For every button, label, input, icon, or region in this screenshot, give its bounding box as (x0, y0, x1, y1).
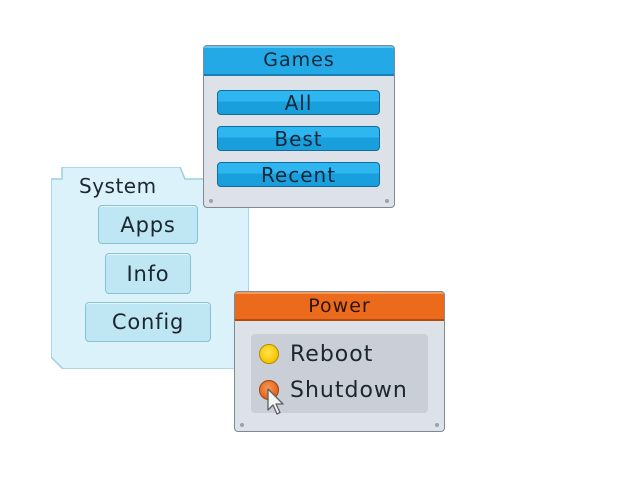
power-title: Power (308, 294, 371, 317)
all-button[interactable]: All (217, 90, 380, 115)
corner-dot-right (385, 199, 389, 203)
corner-dot-left (209, 199, 213, 203)
info-button[interactable]: Info (105, 253, 191, 294)
shutdown-label: Shutdown (290, 377, 408, 403)
power-titlebar[interactable]: Power (235, 292, 444, 321)
games-title: Games (263, 49, 335, 71)
power-window: Power Reboot Shutdown (234, 291, 445, 432)
corner-dot-right (435, 423, 439, 427)
games-window: Games All Best Recent (203, 45, 395, 208)
recent-button[interactable]: Recent (217, 162, 380, 187)
mouse-pointer-icon (267, 388, 284, 415)
best-button[interactable]: Best (217, 126, 380, 151)
games-titlebar[interactable]: Games (204, 46, 394, 76)
system-panel: System Apps Info Config (51, 167, 249, 369)
apps-button[interactable]: Apps (98, 205, 198, 244)
power-options-list: Reboot Shutdown (251, 334, 428, 413)
system-title: System (79, 174, 157, 198)
yellow-radio-icon[interactable] (259, 344, 279, 364)
corner-dot-left (240, 423, 244, 427)
reboot-option[interactable]: Reboot (259, 339, 373, 369)
config-button[interactable]: Config (85, 302, 211, 342)
reboot-label: Reboot (290, 341, 374, 367)
